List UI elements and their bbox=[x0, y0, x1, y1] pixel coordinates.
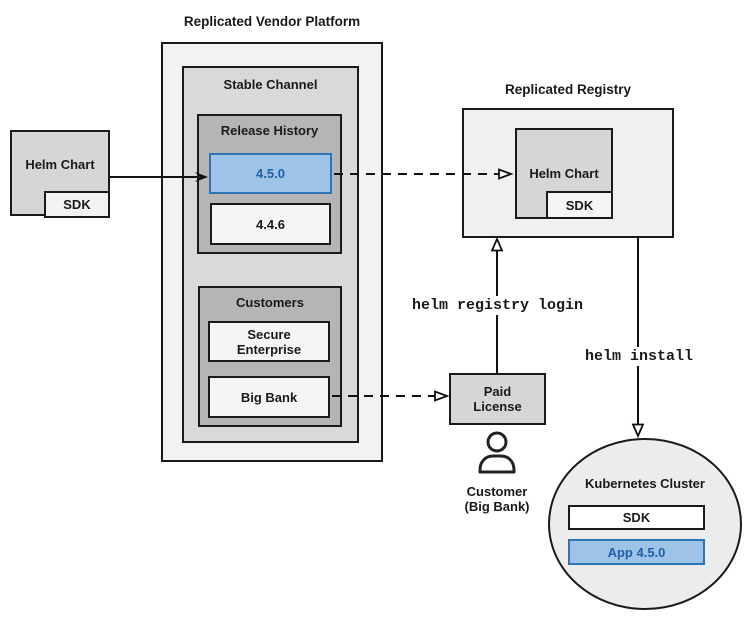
customer-big-bank-label: Big Bank bbox=[240, 389, 298, 405]
customer-caption-name: Customer bbox=[466, 484, 528, 499]
kubernetes-cluster-circle: Kubernetes Cluster SDK App 4.5.0 bbox=[548, 438, 742, 610]
release-version-previous-label: 4.4.6 bbox=[256, 216, 285, 232]
arrowhead-bigbank-to-license bbox=[434, 390, 450, 402]
kubernetes-cluster-label: Kubernetes Cluster bbox=[585, 476, 705, 491]
vendor-platform-title: Replicated Vendor Platform bbox=[183, 14, 361, 29]
cluster-sdk-label: SDK bbox=[622, 510, 651, 525]
release-history-label: Release History bbox=[220, 123, 319, 138]
cluster-sdk-box: SDK bbox=[568, 505, 705, 530]
paid-license-box: Paid License bbox=[449, 373, 546, 425]
release-version-current-label: 4.5.0 bbox=[256, 166, 285, 181]
stable-channel-box: Stable Channel Release History 4.5.0 4.4… bbox=[182, 66, 359, 443]
registry-sdk-label: SDK bbox=[565, 197, 594, 213]
customer-caption: Customer (Big Bank) bbox=[447, 484, 547, 514]
customer-person-icon bbox=[478, 431, 516, 474]
customer-big-bank-box: Big Bank bbox=[208, 376, 330, 418]
vendor-platform-box: Stable Channel Release History 4.5.0 4.4… bbox=[161, 42, 383, 462]
registry-title: Replicated Registry bbox=[504, 82, 632, 97]
registry-box: Helm Chart SDK bbox=[462, 108, 674, 238]
cluster-app-box: App 4.5.0 bbox=[568, 539, 705, 565]
cluster-app-label: App 4.5.0 bbox=[607, 544, 666, 560]
source-helm-chart-label: Helm Chart bbox=[25, 156, 95, 172]
arrowhead-registry-to-cluster bbox=[631, 423, 645, 439]
stable-channel-label: Stable Channel bbox=[223, 77, 318, 92]
customers-label: Customers bbox=[236, 295, 304, 310]
command-helm-registry-login: helm registry login bbox=[400, 296, 595, 315]
source-helm-chart-box: Helm Chart SDK bbox=[10, 130, 110, 218]
customer-caption-company: (Big Bank) bbox=[464, 499, 530, 514]
paid-license-label: Paid License bbox=[473, 384, 522, 414]
customer-secure-enterprise-box: Secure Enterprise bbox=[208, 321, 330, 362]
release-version-box-current: 4.5.0 bbox=[209, 153, 332, 194]
customer-secure-enterprise-label: Secure Enterprise bbox=[236, 326, 302, 357]
registry-helm-chart-label: Helm Chart bbox=[529, 166, 599, 181]
source-sdk-label: SDK bbox=[63, 197, 91, 212]
arrowhead-license-to-registry bbox=[490, 236, 504, 252]
release-version-box-previous: 4.4.6 bbox=[210, 203, 331, 245]
customers-box: Customers Secure Enterprise Big Bank bbox=[198, 286, 342, 427]
command-helm-install: helm install bbox=[574, 347, 704, 366]
registry-helm-chart-box: Helm Chart SDK bbox=[515, 128, 613, 219]
release-history-box: Release History 4.5.0 4.4.6 bbox=[197, 114, 342, 254]
source-sdk-box: SDK bbox=[44, 191, 110, 218]
registry-sdk-box: SDK bbox=[546, 191, 613, 219]
